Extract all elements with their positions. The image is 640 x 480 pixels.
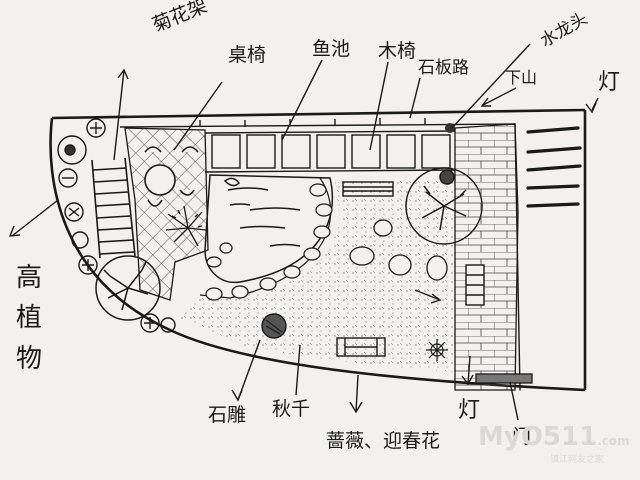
- lattice-paving: [124, 127, 209, 301]
- label-table-chairs: 桌椅: [228, 44, 267, 66]
- garden-outline: [49, 108, 587, 392]
- faucet-mark: [445, 123, 455, 133]
- palm-plant: [165, 205, 207, 247]
- steps: [514, 123, 582, 391]
- watermark-domain: .com: [597, 434, 630, 448]
- watermark-brand-text: MyO511: [478, 422, 598, 452]
- gate: [475, 373, 533, 384]
- label-gate: 门: [512, 426, 532, 448]
- label-roses-flowers: 蔷薇、迎春花: [326, 430, 441, 452]
- label-stone-sculpture: 石雕: [208, 404, 247, 426]
- label-steps-down: 下山: [505, 68, 538, 87]
- label-fish-pond: 鱼池: [312, 38, 351, 60]
- label-stone-path: 石板路: [418, 58, 469, 78]
- leader-arrows: [8, 43, 599, 421]
- stone-sculpture: [261, 313, 287, 339]
- label-swing: 秋千: [272, 398, 311, 420]
- label-wood-chair: 木椅: [378, 40, 417, 62]
- top-paving: [119, 118, 516, 173]
- watermark-subtitle: 镇江网友之家: [550, 455, 605, 465]
- swing: [336, 337, 386, 357]
- label-lamp-bottom: 灯: [458, 398, 481, 423]
- flower-web: [426, 339, 448, 361]
- label-lamp-right: 灯: [598, 70, 621, 95]
- side-bench: [465, 264, 485, 306]
- lawn-stepping-stones: [349, 219, 448, 281]
- watermark-brand: MyO511.com: [478, 422, 630, 452]
- label-tall-plants: 高植物: [15, 263, 42, 374]
- pond-stones: [205, 183, 333, 301]
- brick-paving: [454, 123, 519, 391]
- chrysanthemum-trellis: [91, 157, 136, 259]
- fish-pond: [199, 174, 334, 299]
- large-tree-left: [95, 255, 161, 321]
- table-and-chairs: [144, 146, 199, 207]
- left-shrubs: [57, 118, 176, 333]
- wood-bench: [342, 181, 394, 197]
